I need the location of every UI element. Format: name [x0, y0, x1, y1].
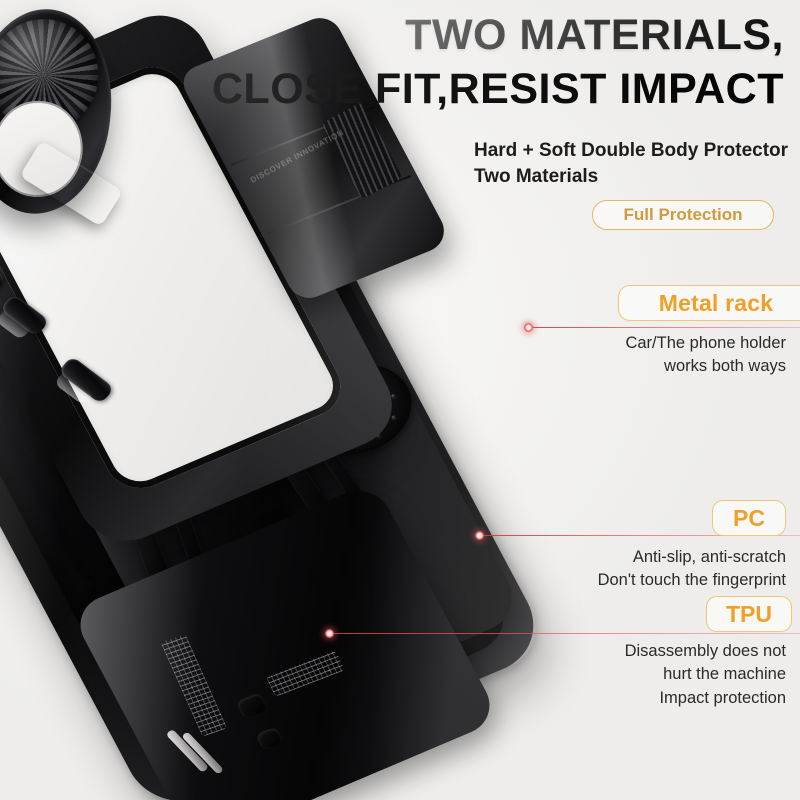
- leader-dot-tpu: [325, 629, 334, 638]
- description-pc: Anti-slip, anti-scratch Don't touch the …: [597, 548, 786, 590]
- badge-metal-rack: Metal rack: [618, 285, 800, 321]
- subtitle-text: Hard + Soft Double Body Protector Two Ma…: [474, 140, 789, 187]
- leader-dot-pc: [475, 531, 484, 540]
- badge-full-protection: Full Protection: [592, 200, 774, 230]
- description-tpu: Disassembly does not hurt the machine Im…: [624, 642, 786, 707]
- leader-line-tpu: [330, 633, 800, 635]
- description-metal-rack: Car/The phone holder works both ways: [625, 334, 786, 376]
- leader-line-pc: [480, 535, 800, 537]
- leader-line-metal-rack: [528, 327, 800, 329]
- badge-pc: PC: [712, 500, 786, 536]
- screw-dot: [390, 414, 398, 421]
- leader-dot-metal-rack: [524, 323, 533, 332]
- metal-ring-kickstand: [0, 2, 141, 233]
- badge-tpu: TPU: [706, 596, 792, 632]
